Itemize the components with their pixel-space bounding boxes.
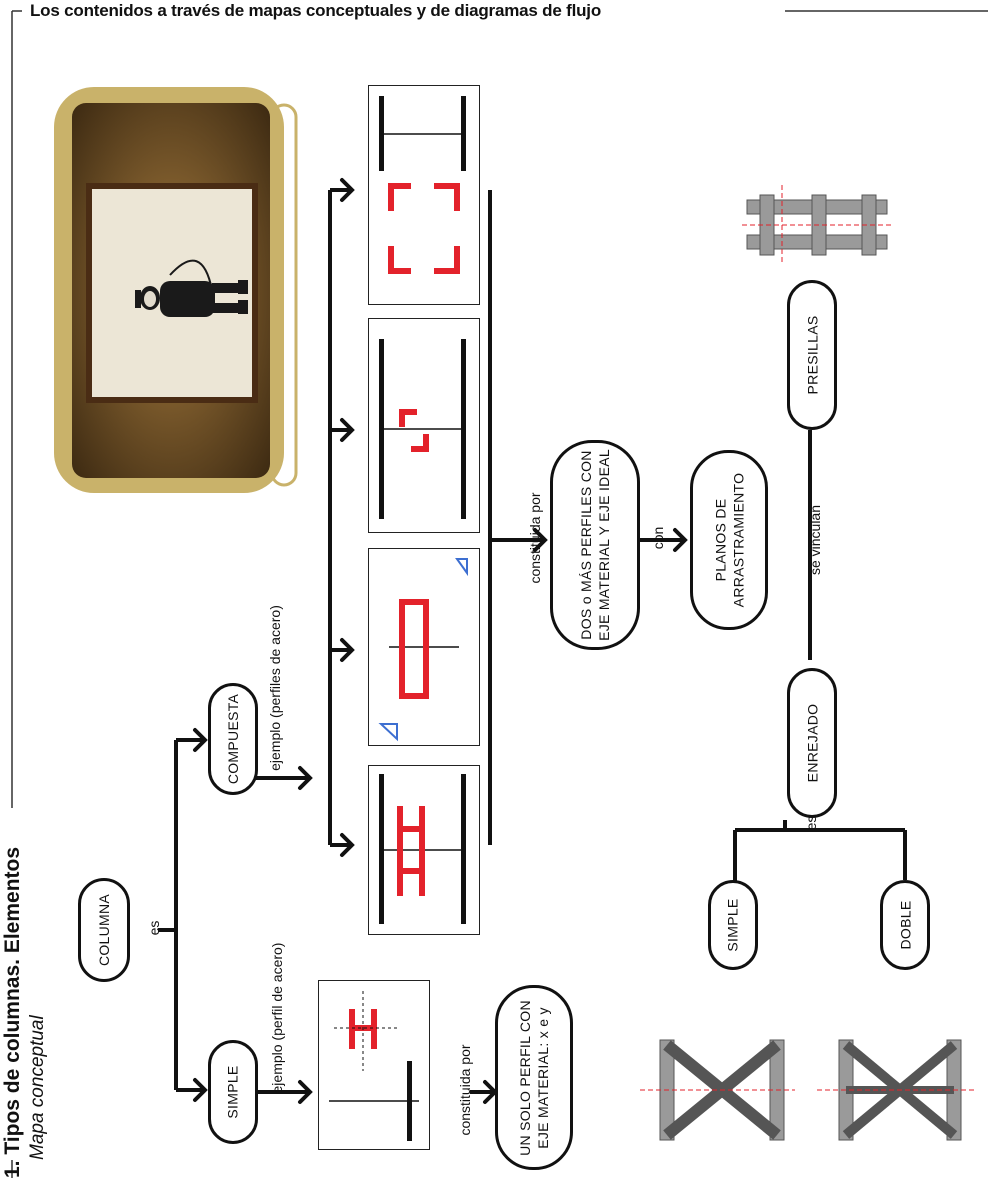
truss-doble-icon: [817, 1039, 977, 1141]
node-compuesta: COMPUESTA: [208, 683, 258, 795]
label-con: con: [650, 526, 666, 550]
label-constituida-2: constituida por: [527, 492, 543, 584]
label-es-1: es: [146, 920, 162, 936]
node-dos-o-mas-perfiles: DOS o MÁS PERFILES CON EJE MATERIAL Y EJ…: [550, 440, 640, 650]
panel-compuesta-3: [368, 318, 480, 533]
steel-c-profile-icon: [378, 558, 468, 742]
node-planos-arrastramiento: PLANOS DE ARRASTRAMIENTO: [690, 450, 768, 630]
chaplin-film-frame-image: [54, 87, 298, 493]
node-enrejado: ENREJADO: [787, 668, 837, 818]
node-simple: SIMPLE: [208, 1040, 258, 1144]
label-ejemplo-compuesta: ejemplo (perfiles de acero): [267, 605, 283, 771]
truss-simple-icon: [640, 1039, 795, 1141]
panel-compuesta-4: [368, 85, 480, 305]
panel-compuesta-2: [368, 548, 480, 746]
steel-angle-profile-icon: [379, 339, 466, 519]
node-un-solo-perfil: UN SOLO PERFIL CON EJE MATERIAL: x e y: [495, 985, 573, 1170]
panel-simple-profile: [318, 980, 430, 1150]
panel-compuesta-1: [368, 765, 480, 935]
label-constituida-1: constituida por: [457, 1044, 473, 1136]
page-header-title: Los contenidos a través de mapas concept…: [22, 0, 609, 22]
label-se-vinculan: se vinculan: [807, 504, 823, 576]
node-presillas: PRESILLAS: [787, 280, 837, 430]
truss-presillas-icon: [742, 185, 892, 265]
node-columna: COLUMNA: [78, 878, 130, 982]
label-es-2: es: [803, 815, 819, 831]
node-enrejado-simple: SIMPLE: [708, 880, 758, 970]
steel-i-profile-icon: [329, 991, 419, 1141]
node-enrejado-doble: DOBLE: [880, 880, 930, 970]
steel-box-profile-icon: [379, 96, 466, 274]
label-ejemplo-simple: ejemplo (perfil de acero): [269, 942, 285, 1094]
steel-i-profile-icon: [379, 774, 466, 924]
